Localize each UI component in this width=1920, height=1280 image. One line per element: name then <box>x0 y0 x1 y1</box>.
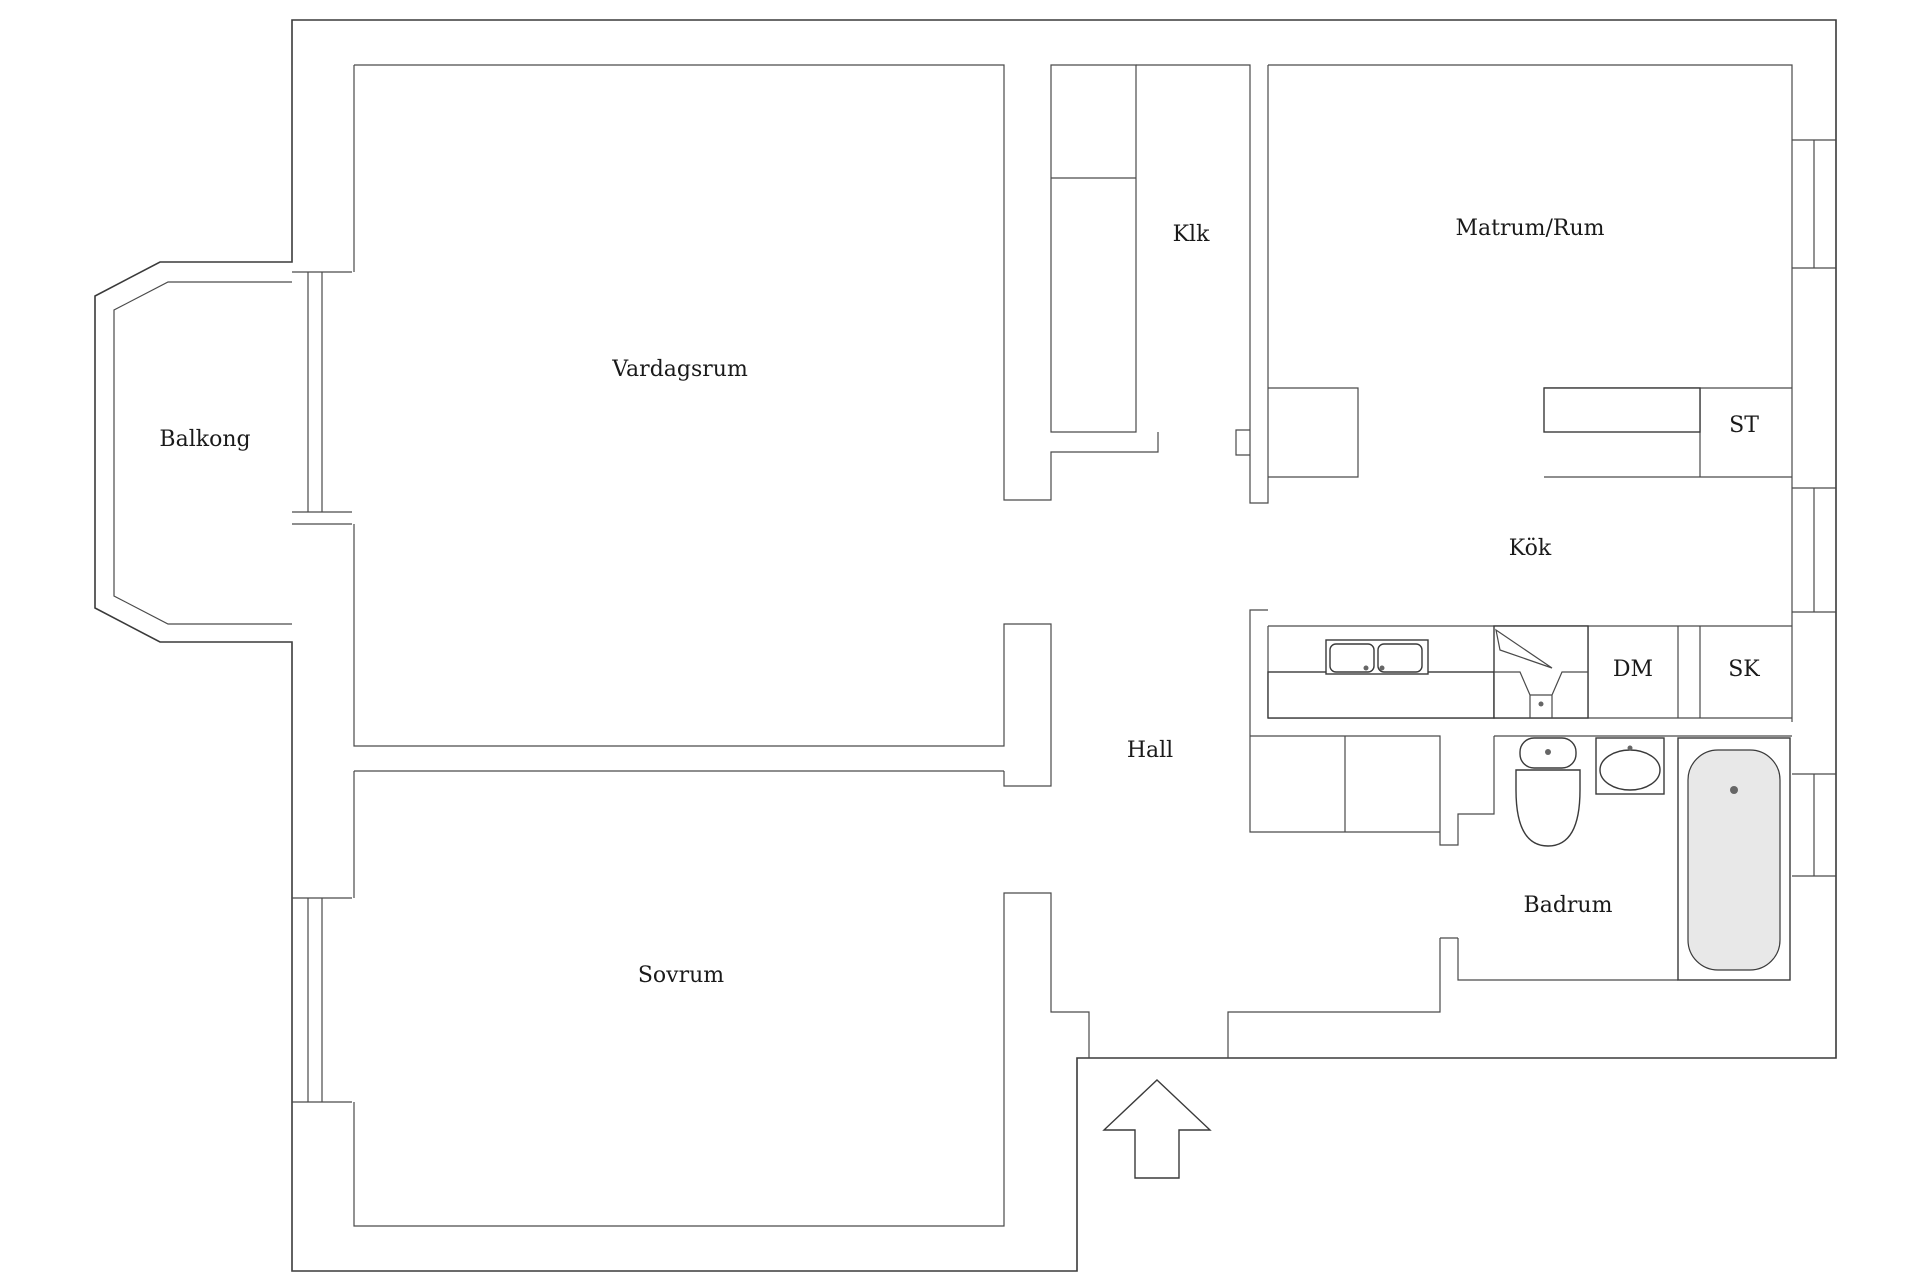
room-label-klk: Klk <box>1173 222 1210 247</box>
room-label-vardagsrum: Vardagsrum <box>611 357 748 382</box>
room-label-kok: Kök <box>1509 536 1552 561</box>
room-label-dm: DM <box>1613 657 1653 682</box>
bathtub-icon <box>1677 737 1791 981</box>
room-label-sovrum: Sovrum <box>638 963 724 988</box>
wash-basin-icon <box>1595 737 1665 795</box>
room-label-hall: Hall <box>1127 738 1173 763</box>
arrow-up-icon <box>1102 1079 1212 1179</box>
room-label-badrum: Badrum <box>1524 893 1613 918</box>
room-label-balkong: Balkong <box>159 427 250 452</box>
room-labels: Balkong Vardagsrum Klk Matrum/Rum ST Kök… <box>159 216 1760 988</box>
room-label-st: ST <box>1729 413 1759 438</box>
room-label-matrum: Matrum/Rum <box>1455 216 1604 241</box>
toilet-icon <box>1515 737 1581 847</box>
double-sink-icon <box>1267 639 1495 719</box>
cooktop <box>1543 387 1701 433</box>
windows <box>292 139 1836 1103</box>
range-hood-icon <box>1493 625 1589 719</box>
room-label-sk: SK <box>1728 657 1760 682</box>
exterior-walls <box>94 19 1837 1272</box>
